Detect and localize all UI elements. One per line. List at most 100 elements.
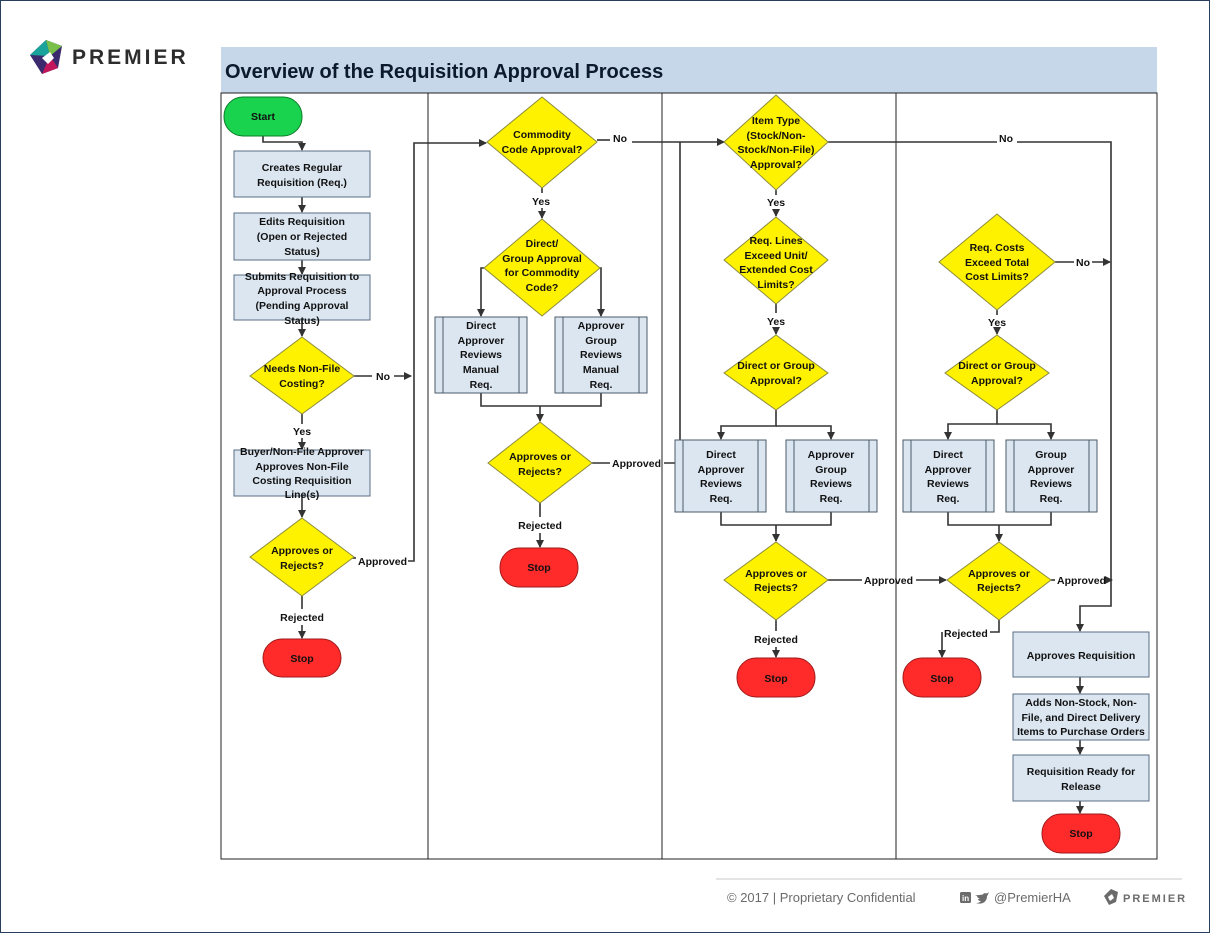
lane2-yes-label: Yes <box>532 196 550 208</box>
req-lines-decision <box>723 216 829 305</box>
lane2-stop-label: Stop <box>527 562 550 574</box>
lane4-approves-decision <box>946 541 1052 621</box>
start-terminator <box>223 96 303 137</box>
lane3-rejected-label: Rejected <box>754 634 798 646</box>
lane3-yes-label-2: Yes <box>767 316 785 328</box>
svg-text:in: in <box>962 894 969 903</box>
lane1-stop-terminator <box>262 638 342 678</box>
lane2-approves-decision <box>487 421 593 504</box>
lane3-approved-label: Approved <box>864 575 913 587</box>
adds-items-label: Adds Non-Stock, Non-File, and Direct Del… <box>1017 697 1145 738</box>
lane4-group-approver-subprocess <box>1005 439 1098 513</box>
lane2-rejected-label: Rejected <box>518 520 562 532</box>
adds-items-box <box>1012 693 1150 741</box>
lane1-rejected-label: Rejected <box>280 612 324 624</box>
premier-logo: PREMIER <box>30 40 189 74</box>
lane4-stop-terminator <box>902 657 982 698</box>
lane3-direct-group-decision <box>723 334 829 411</box>
lane4-direct-group-decision <box>944 334 1050 411</box>
lane2-stop-terminator <box>499 547 579 588</box>
lane2-approved-label: Approved <box>612 458 661 470</box>
swimlanes <box>220 92 1158 860</box>
lane1-stop-label: Stop <box>290 653 313 665</box>
buyer-approver-box <box>233 449 371 497</box>
commodity-code-decision <box>486 96 598 189</box>
final-stop-terminator <box>1041 813 1121 854</box>
footer-social-handle[interactable]: @PremierHA <box>994 890 1071 905</box>
lane4-rejected-label: Rejected <box>944 628 988 640</box>
lane3-stop-terminator <box>736 657 816 698</box>
lane3-no-label: No <box>999 133 1013 145</box>
title-band <box>221 47 1157 93</box>
lane4-no-label: No <box>1076 257 1090 269</box>
swimlane-border <box>220 92 1158 860</box>
item-type-decision <box>723 94 829 191</box>
lane1-no-label: No <box>376 371 390 383</box>
needs-nonfile-costing-decision <box>249 336 355 415</box>
footer-logo-text: PREMIER <box>1123 893 1187 905</box>
edits-requisition-box <box>233 212 371 261</box>
start-label: Start <box>251 111 275 123</box>
footer-copyright: © 2017 | Proprietary Confidential <box>727 890 916 905</box>
lane4-approved-label: Approved <box>1057 575 1106 587</box>
twitter-icon <box>975 892 989 904</box>
approves-requisition-label: Approves Requisition <box>1027 650 1136 662</box>
approves-requisition-box <box>1012 631 1150 678</box>
lane1-yes-label: Yes <box>293 426 311 438</box>
lane1-approved-label: Approved <box>358 556 407 568</box>
lane3-stop-label: Stop <box>764 673 787 685</box>
requisition-ready-box <box>1012 754 1150 802</box>
footer: © 2017 | Proprietary Confidential in @Pr… <box>716 878 1187 905</box>
lane-3: Item Type(Stock/Non-Stock/Non-File)Appro… <box>674 94 1013 698</box>
submits-requisition-box <box>233 274 371 321</box>
footer-premier-logo-icon <box>1104 889 1118 905</box>
lane1-approves-decision <box>249 517 355 597</box>
direct-group-commodity-decision <box>483 218 601 317</box>
req-costs-decision <box>938 213 1056 311</box>
final-stop-label: Stop <box>1069 828 1092 840</box>
lane2-direct-approver-subprocess <box>434 316 528 394</box>
linkedin-icon: in <box>960 892 971 903</box>
lane4-direct-approver-subprocess <box>902 439 995 513</box>
lane3-direct-approver-subprocess <box>674 439 767 513</box>
lane3-approver-group-subprocess <box>785 439 878 513</box>
lane4-stop-label: Stop <box>930 673 953 685</box>
lane3-yes-label-1: Yes <box>767 197 785 209</box>
lane4-yes-label: Yes <box>988 317 1006 329</box>
creates-requisition-box <box>233 150 371 198</box>
brand-name: PREMIER <box>72 46 189 69</box>
footer-premier-logo: PREMIER <box>1104 889 1187 905</box>
lane2-no-label: No <box>613 133 627 145</box>
premier-logo-icon <box>30 40 62 74</box>
lane3-approves-decision <box>723 541 829 621</box>
connectors <box>262 136 1113 814</box>
lane2-approver-group-subprocess <box>554 316 648 394</box>
item-type-label: Item Type(Stock/Non-Stock/Non-File)Appro… <box>737 115 814 171</box>
